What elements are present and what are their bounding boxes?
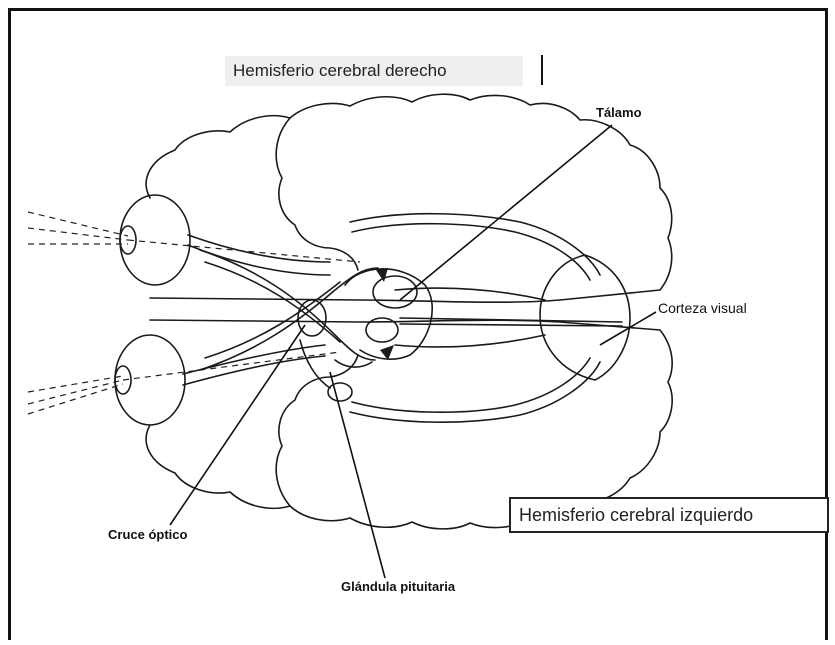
right-hemisphere-outline (146, 94, 672, 302)
right-temporal-lobe (276, 118, 358, 270)
right-optic-nerve-1 (188, 235, 330, 262)
chiasm-cross-1 (200, 250, 375, 360)
light-ray-left-1 (28, 376, 123, 392)
visual-cortex-label: Corteza visual (658, 300, 747, 316)
pituitary-body (328, 383, 352, 401)
light-ray-right-2 (28, 228, 128, 240)
optic-radiation-lower-inner (352, 358, 590, 412)
left-optic-nerve-2 (183, 356, 325, 385)
visual-cortex-shape (540, 255, 630, 380)
optic-chiasm-label: Cruce óptico (108, 527, 187, 542)
thalamus-label: Tálamo (596, 105, 642, 120)
optic-radiation-lower-mid (395, 335, 545, 347)
thalamus-outline (345, 269, 432, 359)
optic-radiation-upper-inner (352, 224, 590, 280)
light-ray-left-4 (123, 352, 340, 380)
right-optic-nerve-2 (188, 245, 330, 275)
light-ray-right-1 (28, 212, 128, 236)
pituitary-gland-label: Glándula pituitaria (341, 579, 455, 594)
left-hemisphere-title: Hemisferio cerebral izquierdo (509, 497, 829, 533)
right-hemisphere-title: Hemisferio cerebral derecho (225, 56, 523, 86)
optic-radiation-lower-outer (350, 362, 600, 422)
right-hemisphere-title-bar (541, 55, 543, 85)
light-ray-left-3 (28, 384, 123, 414)
callout-line-talamo (400, 125, 612, 300)
